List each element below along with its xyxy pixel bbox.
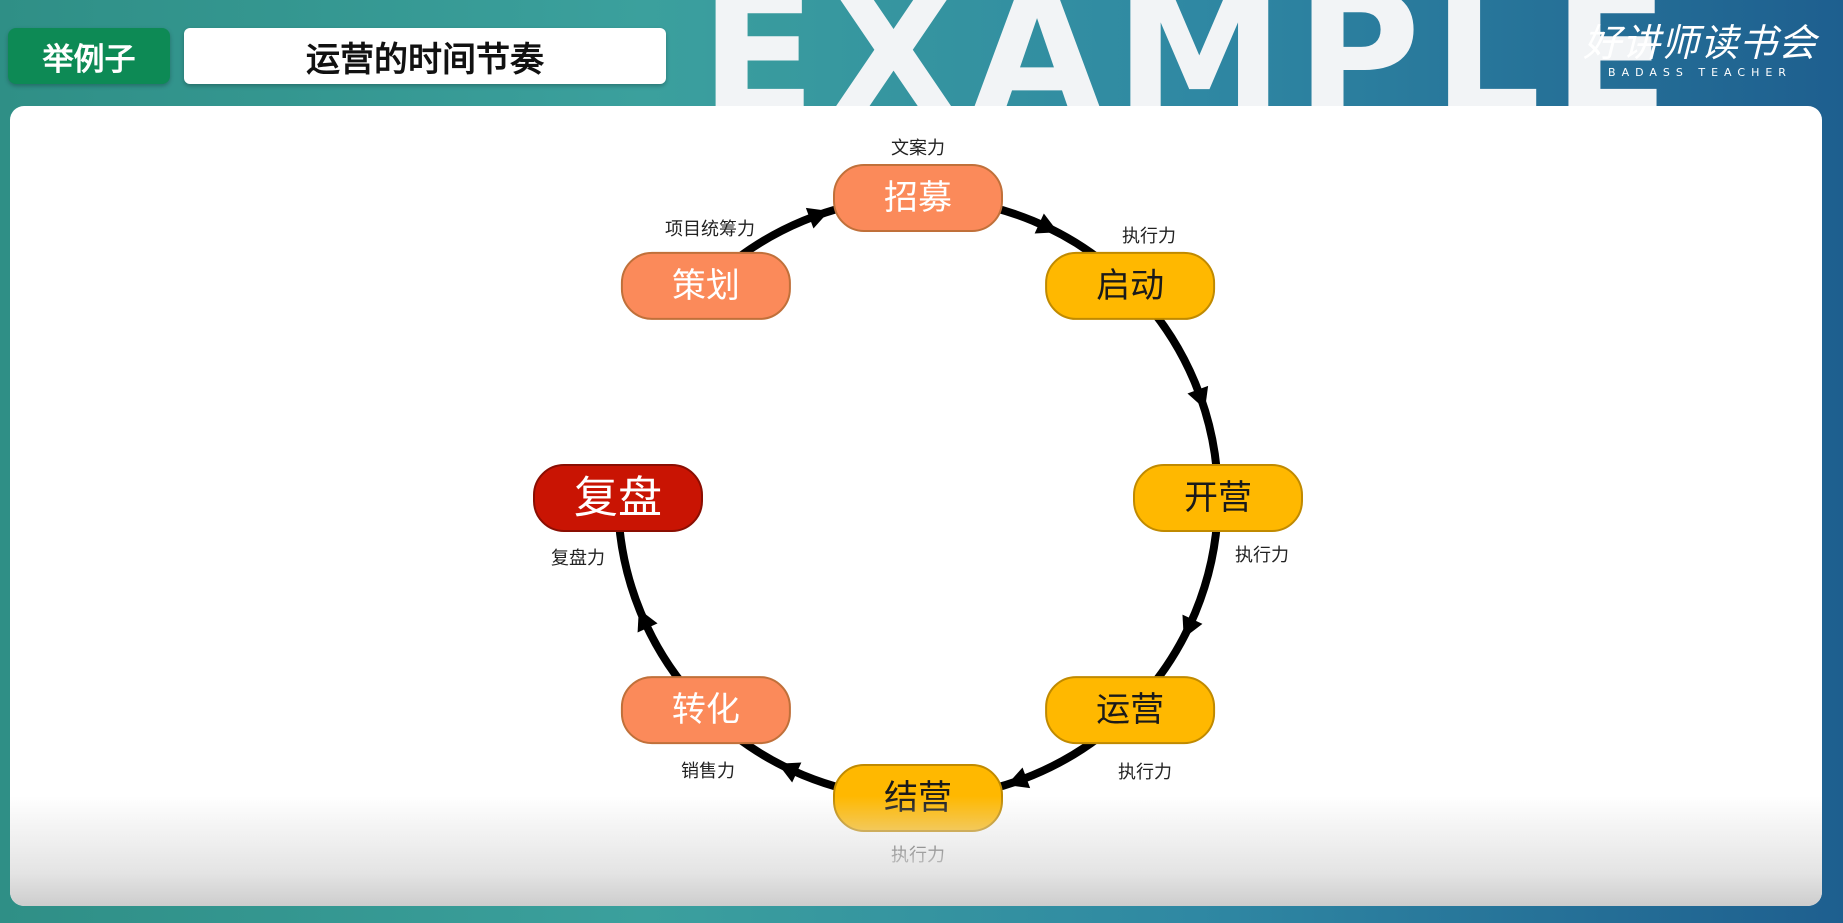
node-opening: 开营 xyxy=(1133,464,1303,532)
skill-label-operation: 执行力 xyxy=(1118,762,1172,783)
node-conversion: 转化 xyxy=(620,676,791,745)
node-review: 复盘 xyxy=(533,464,703,532)
skill-label-planning: 项目统筹力 xyxy=(665,219,755,240)
node-operation-label: 运营 xyxy=(1096,690,1164,730)
cycle-arrow-head xyxy=(637,609,658,633)
node-operation: 运营 xyxy=(1045,676,1216,745)
node-launch: 启动 xyxy=(1045,251,1216,320)
cycle-arrow-head xyxy=(1006,767,1031,789)
node-opening-label: 开营 xyxy=(1184,478,1252,518)
brand-logo: 好讲师读书会 BADASS TEACHER xyxy=(1583,24,1817,79)
cycle-arrow-head xyxy=(1182,614,1203,639)
node-conversion-label: 转化 xyxy=(672,690,740,730)
cycle-arrow-head xyxy=(805,207,830,229)
node-planning-label: 策划 xyxy=(672,266,740,306)
skill-label-review: 复盘力 xyxy=(551,548,605,569)
node-closing-label: 结营 xyxy=(884,778,952,818)
brand-subtitle: BADASS TEACHER xyxy=(1608,66,1792,79)
skill-label-launch: 执行力 xyxy=(1122,226,1176,247)
node-recruit-label: 招募 xyxy=(884,178,952,218)
skill-label-recruit: 文案力 xyxy=(891,138,945,159)
example-tag: 举例子 xyxy=(8,28,170,84)
skill-label-closing: 执行力 xyxy=(891,845,945,866)
skill-label-conversion: 销售力 xyxy=(681,761,735,782)
node-closing: 结营 xyxy=(833,764,1003,832)
node-review-label: 复盘 xyxy=(574,473,662,524)
cycle-arrow-head xyxy=(1034,213,1059,234)
node-launch-label: 启动 xyxy=(1096,266,1164,306)
skill-label-opening: 执行力 xyxy=(1235,545,1289,566)
page-title: 运营的时间节奏 xyxy=(184,28,666,84)
diagram-panel: 招募 启动 开营 运营 结营 转化 复盘 策划 xyxy=(10,106,1822,906)
brand-name: 好讲师读书会 xyxy=(1582,21,1817,65)
node-planning: 策划 xyxy=(620,251,791,320)
cycle-arrows xyxy=(637,207,1209,789)
cycle-arrow-head xyxy=(777,762,802,783)
cycle-arrow-head xyxy=(1187,385,1209,410)
node-recruit: 招募 xyxy=(833,164,1003,232)
cycle-diagram: 招募 启动 开营 运营 结营 转化 复盘 策划 xyxy=(533,138,1303,866)
